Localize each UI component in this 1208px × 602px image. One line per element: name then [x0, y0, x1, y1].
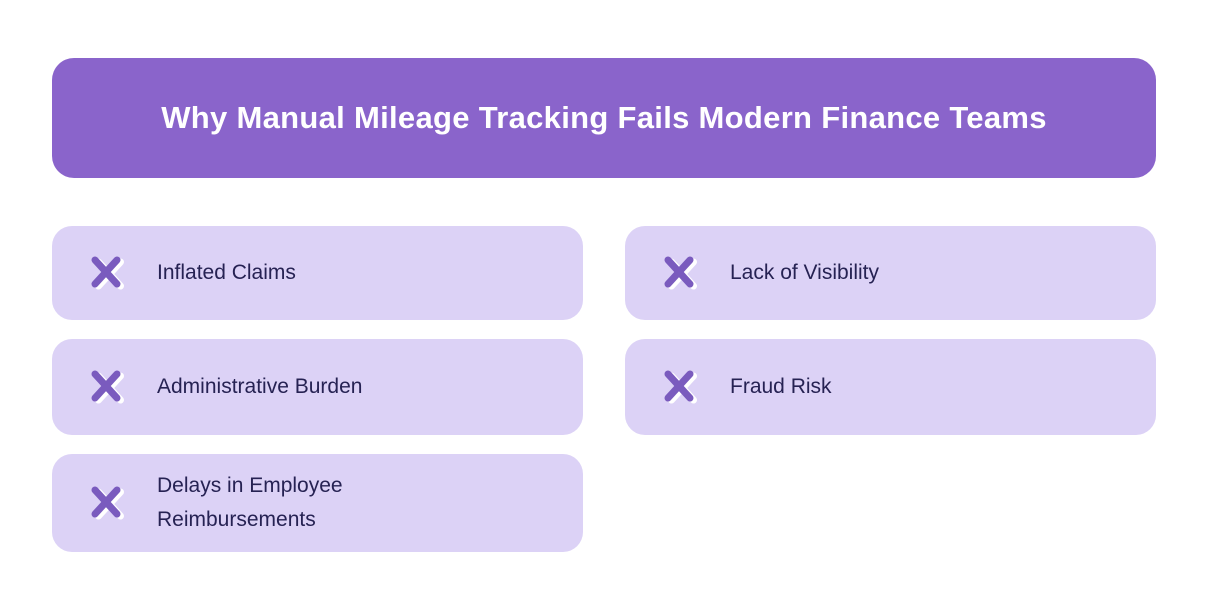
card-label: Lack of Visibility — [730, 261, 880, 285]
header-banner: Why Manual Mileage Tracking Fails Modern… — [52, 58, 1156, 178]
x-cross-icon — [88, 483, 128, 523]
page-title: Why Manual Mileage Tracking Fails Modern… — [161, 100, 1047, 135]
x-cross-icon — [661, 367, 701, 407]
card-inflated-claims: Inflated Claims — [52, 226, 583, 320]
card-label: Inflated Claims — [157, 261, 296, 285]
card-delays-in-employee-reimbursements: Delays in Employee Reimbursements — [52, 454, 583, 552]
card-label: Administrative Burden — [157, 375, 363, 399]
x-cross-icon — [661, 253, 701, 293]
reasons-grid: Inflated Claims Lack of Visibility — [52, 226, 1156, 552]
card-label: Delays in Employee Reimbursements — [157, 474, 343, 531]
card-administrative-burden: Administrative Burden — [52, 339, 583, 435]
x-cross-icon — [88, 367, 128, 407]
x-cross-icon — [88, 253, 128, 293]
card-label: Fraud Risk — [730, 375, 832, 399]
card-lack-of-visibility: Lack of Visibility — [625, 226, 1156, 320]
card-fraud-risk: Fraud Risk — [625, 339, 1156, 435]
